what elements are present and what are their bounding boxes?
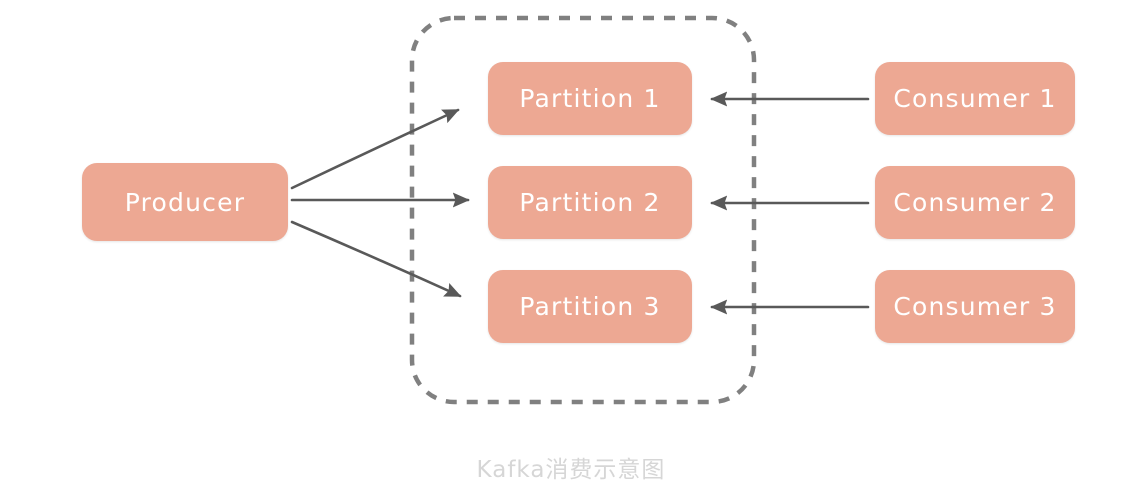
node-partition-2[interactable]: Partition 2 [488, 166, 692, 239]
kafka-cluster-boundary [409, 15, 757, 405]
node-consumer-3[interactable]: Consumer 3 [875, 270, 1075, 343]
edge-producer-to-partition-1 [290, 108, 460, 190]
node-consumer-1[interactable]: Consumer 1 [875, 62, 1075, 135]
node-partition-3-label: Partition 3 [519, 292, 661, 321]
node-partition-1[interactable]: Partition 1 [488, 62, 692, 135]
node-consumer-2-label: Consumer 2 [893, 188, 1057, 217]
diagram-caption: Kafka消费示意图 [476, 457, 666, 483]
node-partition-2-label: Partition 2 [519, 188, 661, 217]
node-consumer-3-label: Consumer 3 [893, 292, 1057, 321]
node-producer[interactable]: Producer [82, 163, 288, 241]
node-producer-label: Producer [124, 187, 246, 217]
node-consumer-1-label: Consumer 1 [893, 84, 1057, 113]
node-consumer-2[interactable]: Consumer 2 [875, 166, 1075, 239]
node-partition-3[interactable]: Partition 3 [488, 270, 692, 343]
node-partition-1-label: Partition 1 [519, 84, 661, 113]
edge-producer-to-partition-3 [290, 220, 462, 298]
